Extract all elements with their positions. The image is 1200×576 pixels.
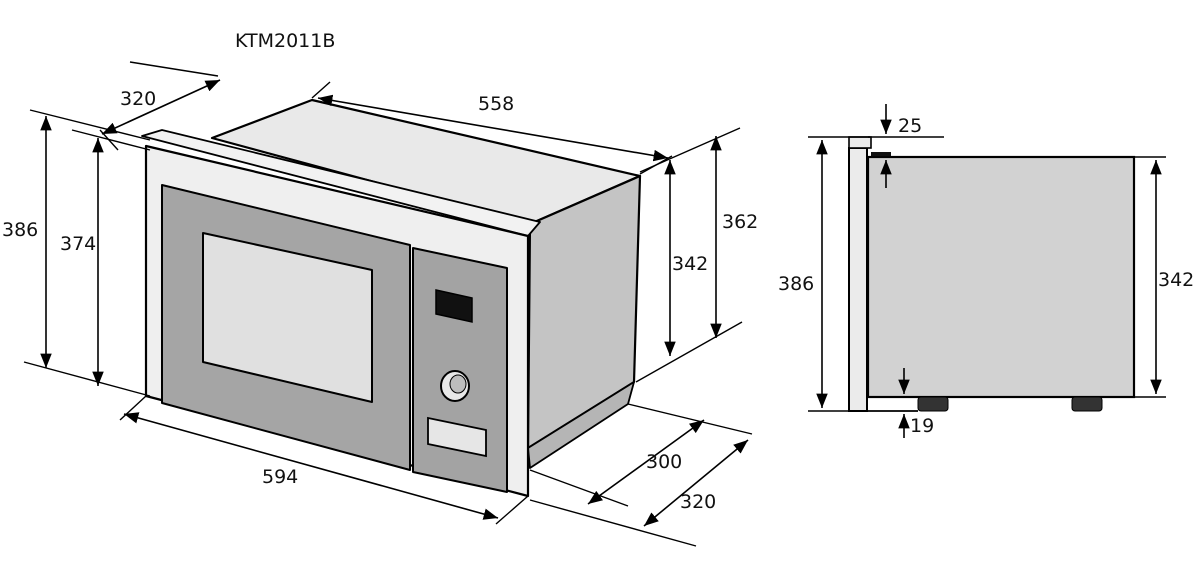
dim-depth-bottom-outer: 320	[680, 491, 716, 513]
microwave-3d-view	[141, 98, 642, 498]
rear-foot	[1071, 396, 1103, 412]
model-title: KTM2011B	[235, 30, 335, 52]
side-dimension-lines	[808, 104, 1166, 438]
dim-side-top-offset: 25	[898, 115, 922, 137]
dim-width-front: 594	[262, 466, 298, 488]
dim-side-bottom-offset: 19	[910, 415, 934, 437]
dim-side-height-body: 342	[1158, 269, 1194, 291]
front-foot	[917, 396, 949, 412]
dim-height-right-inner: 342	[672, 253, 708, 275]
door-window	[202, 232, 373, 403]
dim-depth-top: 320	[120, 88, 156, 110]
dim-height-outer: 386	[2, 219, 38, 241]
side-dimension-labels: 25 386 342 19	[778, 115, 1194, 437]
dim-side-height-outer: 386	[778, 273, 814, 295]
dim-depth-bottom-inner: 300	[646, 451, 682, 473]
side-front-trim	[848, 147, 868, 412]
control-panel	[412, 247, 508, 493]
side-body	[866, 155, 1136, 399]
dim-width-top: 558	[478, 93, 514, 115]
front-dimension-lines	[23, 61, 753, 547]
dim-height-inner: 374	[60, 233, 96, 255]
front-dimension-labels: 320 558 386 374 362 342 594 300 320	[2, 88, 758, 513]
dim-height-right-outer: 362	[722, 211, 758, 233]
side-top-lip	[848, 136, 872, 149]
microwave-side-view	[848, 136, 1136, 412]
display-screen	[435, 289, 473, 323]
